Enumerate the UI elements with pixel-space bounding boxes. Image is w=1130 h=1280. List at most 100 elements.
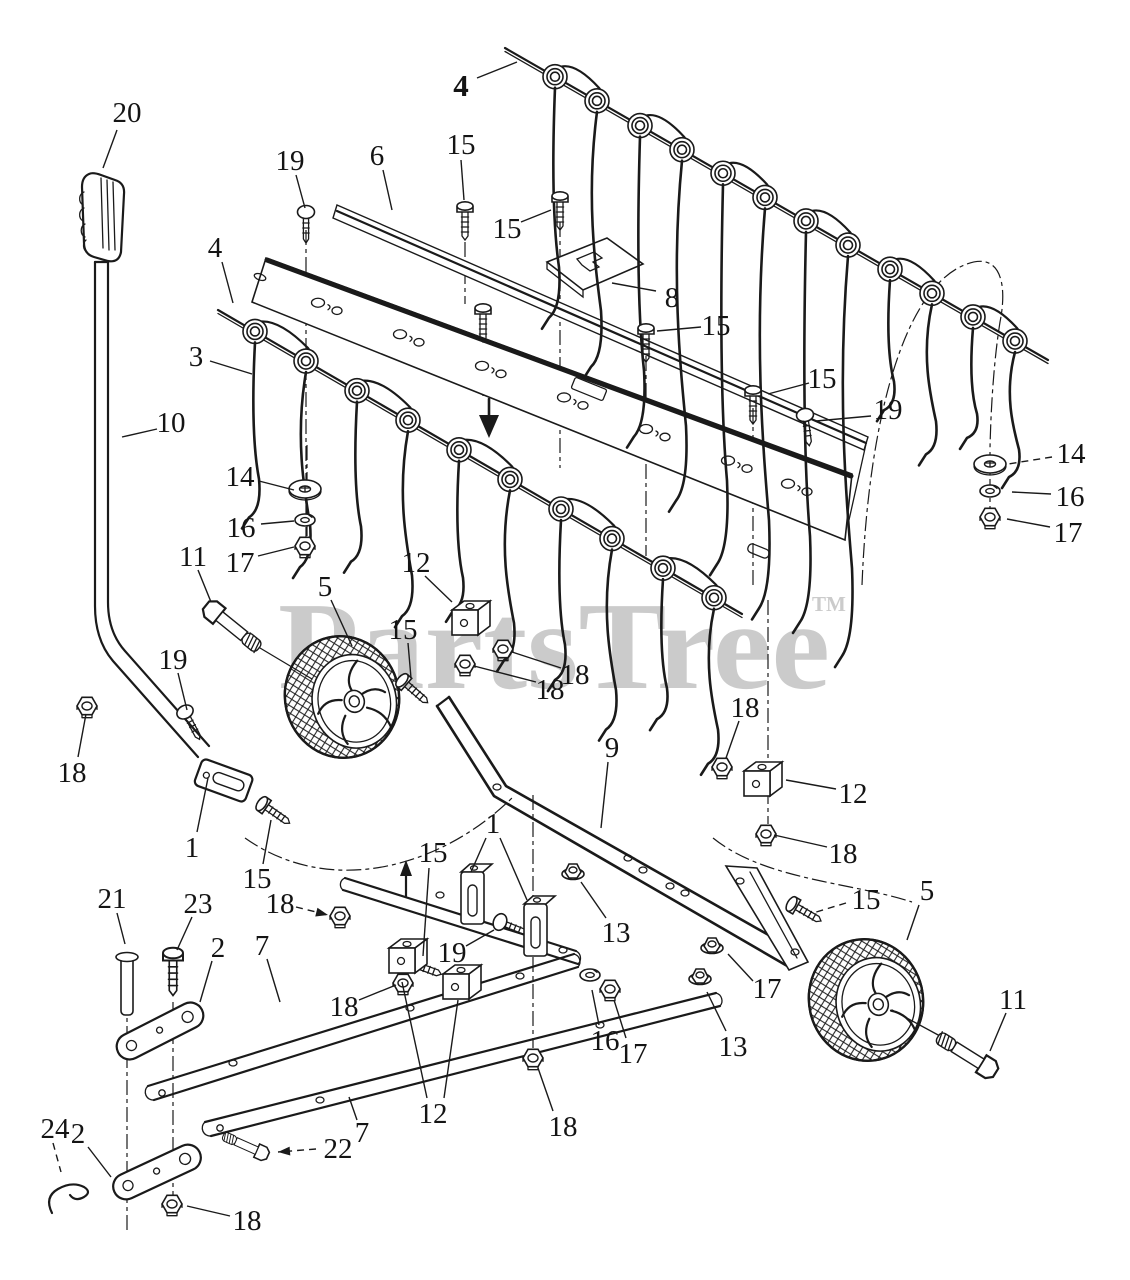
- leader-line: [424, 575, 453, 603]
- hex-nut: [76, 696, 98, 719]
- leader-line: [591, 989, 600, 1026]
- callout-2: 2: [211, 932, 226, 964]
- wheel-right: [795, 926, 937, 1074]
- callout-18: 18: [233, 1205, 262, 1237]
- callout-19: 19: [276, 145, 305, 177]
- handle-grip: [79, 172, 126, 263]
- leader-line: [407, 642, 412, 679]
- leader-line: [785, 779, 837, 790]
- link-plate: [107, 1139, 207, 1205]
- callout-19: 19: [874, 394, 903, 426]
- tine-rod: [503, 46, 1050, 669]
- callout-18: 18: [58, 757, 87, 789]
- leader-line: [295, 174, 306, 209]
- slotted-bracket: [523, 895, 556, 957]
- watermark-tm: TM: [812, 592, 846, 616]
- leader-line: [499, 837, 528, 901]
- callout-15: 15: [243, 863, 272, 895]
- leader-line: [196, 777, 209, 833]
- leader-line: [725, 720, 740, 759]
- callout-15: 15: [419, 837, 448, 869]
- leader-line: [266, 958, 281, 1003]
- support-bar: [435, 695, 804, 969]
- callout-17: 17: [753, 973, 782, 1005]
- callout-18: 18: [266, 888, 295, 920]
- callout-12: 12: [402, 547, 431, 579]
- flange-nut: [561, 863, 585, 881]
- handle-assembly: [79, 172, 254, 803]
- callout-15: 15: [702, 310, 731, 342]
- callout-24: 24: [41, 1113, 71, 1145]
- leader-line: [611, 282, 657, 292]
- callout-15: 15: [852, 884, 881, 916]
- flat-washer: [973, 454, 1007, 476]
- callout-11: 11: [179, 541, 207, 573]
- leader-line: [382, 169, 393, 211]
- leader-line: [812, 902, 847, 914]
- callout-14: 14: [1057, 438, 1087, 470]
- flange-nut: [688, 968, 712, 986]
- hex-nut: [599, 979, 621, 1002]
- callout-4: 4: [208, 232, 223, 264]
- leader-line: [537, 1067, 554, 1112]
- callout-12: 12: [839, 778, 868, 810]
- leader-line: [600, 761, 609, 829]
- lock-washer: [979, 484, 1001, 498]
- leader-line: [348, 1096, 358, 1121]
- tow-bar-lower: [201, 991, 723, 1138]
- hex-nut: [294, 536, 316, 559]
- callout-5: 5: [318, 571, 333, 603]
- hex-nut: [711, 757, 733, 780]
- callout-4: 4: [453, 68, 469, 103]
- leader-line: [520, 209, 552, 223]
- hairpin-cotter: [47, 1183, 90, 1215]
- callout-3: 3: [189, 341, 204, 373]
- callout-10: 10: [157, 407, 186, 439]
- leader-line: [277, 1148, 317, 1153]
- leader-line: [401, 981, 428, 1099]
- leader-line: [77, 713, 87, 758]
- leader-line: [460, 159, 465, 201]
- hex-nut: [329, 906, 351, 929]
- carriage-bolt: [162, 946, 184, 997]
- callout-16: 16: [1056, 481, 1085, 513]
- callout-20: 20: [113, 97, 142, 129]
- axle-bolt-right: [931, 1027, 1003, 1083]
- leader-line: [473, 665, 537, 683]
- leader-line: [260, 520, 295, 525]
- callout-1: 1: [486, 808, 501, 840]
- hex-nut: [979, 507, 1001, 530]
- leader-line: [1006, 518, 1051, 528]
- lock-washer: [579, 968, 601, 982]
- hex-screw: [252, 793, 295, 831]
- channel-bracket: [442, 964, 482, 1000]
- leader-line: [706, 991, 727, 1032]
- gusset-plate: [724, 865, 810, 972]
- leader-line: [613, 999, 627, 1039]
- tow-bar-upper: [144, 952, 581, 1102]
- leader-line: [767, 382, 810, 395]
- callout-18: 18: [561, 659, 590, 691]
- callout-17: 17: [1054, 517, 1083, 549]
- channel-bracket: [451, 600, 491, 636]
- leader-line: [989, 1012, 1007, 1052]
- callout-18: 18: [536, 674, 565, 706]
- leader-line: [773, 834, 828, 848]
- callout-16: 16: [591, 1025, 620, 1057]
- callout-17: 17: [226, 547, 255, 579]
- hitch-bolt: [219, 1128, 272, 1164]
- leader-line: [121, 428, 158, 438]
- callout-18: 18: [731, 692, 760, 724]
- callout-12: 12: [419, 1098, 448, 1130]
- channel-bracket: [743, 761, 783, 797]
- leader-line: [209, 360, 253, 375]
- direction-arrow-down: [479, 397, 499, 438]
- callout-18: 18: [829, 838, 858, 870]
- leader-line: [257, 546, 295, 557]
- leader-line: [221, 261, 234, 304]
- channel-bracket: [388, 938, 428, 974]
- leader-line: [470, 837, 487, 873]
